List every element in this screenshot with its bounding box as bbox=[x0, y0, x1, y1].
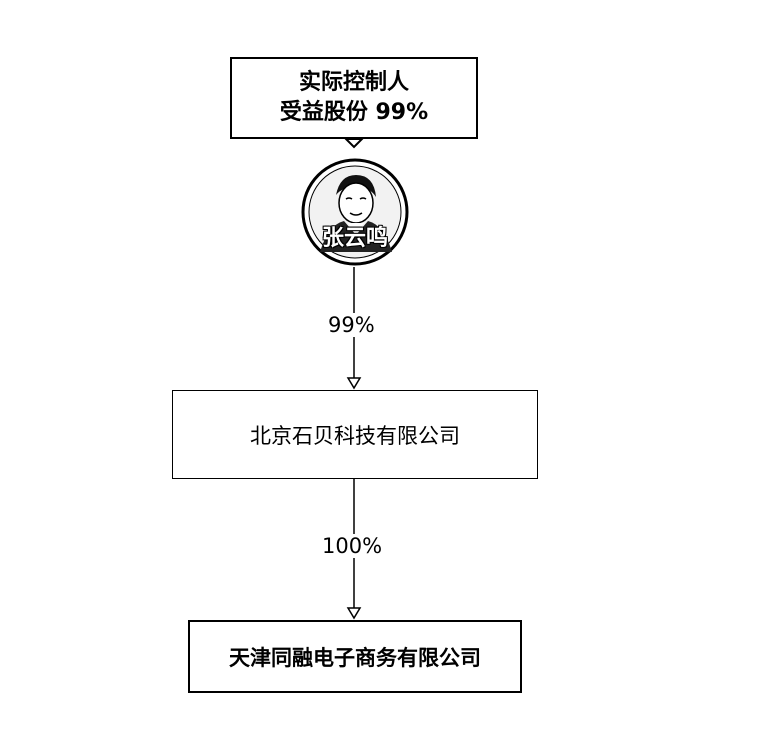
ownership-pct-company: 100% bbox=[320, 534, 385, 558]
ownership-pct-person: 99% bbox=[326, 313, 377, 337]
subsidiary-box: 天津同融电子商务有限公司 bbox=[188, 620, 522, 693]
avatar bbox=[301, 158, 409, 266]
company-name: 北京石贝科技有限公司 bbox=[250, 423, 460, 448]
arrowhead-1 bbox=[346, 377, 362, 390]
arrowhead-2 bbox=[346, 607, 362, 620]
actual-controller-box: 实际控制人 受益股份 99% bbox=[230, 57, 478, 139]
subsidiary-name: 天津同融电子商务有限公司 bbox=[229, 645, 481, 670]
person-name: 张云鸣 bbox=[321, 226, 388, 251]
company-box: 北京石贝科技有限公司 bbox=[172, 390, 538, 479]
controller-benefit: 受益股份 99% bbox=[279, 100, 429, 125]
callout-pointer bbox=[343, 138, 365, 149]
controller-title: 实际控制人 bbox=[298, 70, 409, 95]
